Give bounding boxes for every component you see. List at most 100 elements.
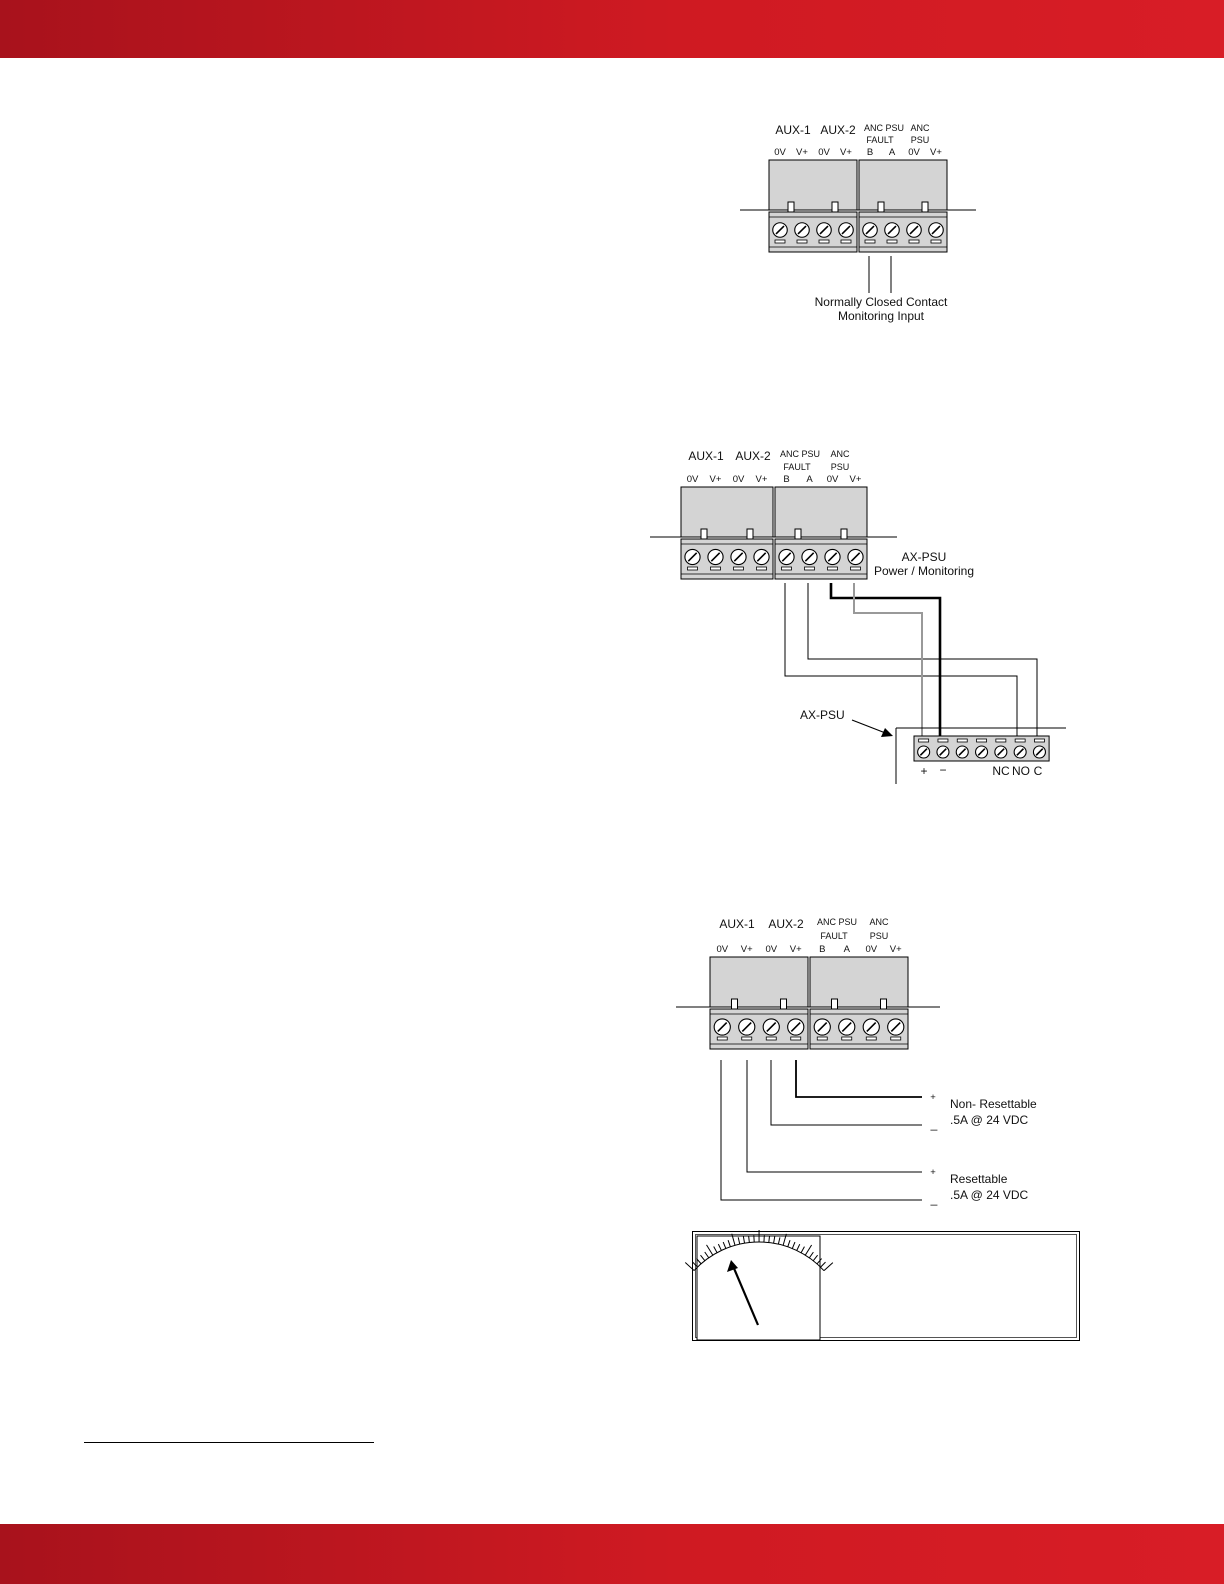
wire-entry bbox=[841, 1036, 853, 1041]
psu-terminal-strip bbox=[913, 735, 1050, 762]
psu-wire-entry bbox=[956, 738, 968, 743]
pin-label: V+ bbox=[796, 147, 808, 158]
output1-label-1: Non- Resettable bbox=[950, 1097, 1037, 1111]
footnote-rule bbox=[84, 1442, 374, 1443]
terminal-screw-slot bbox=[781, 552, 792, 562]
meter-tick bbox=[787, 1240, 791, 1247]
psu-screw-slot bbox=[958, 748, 967, 756]
psu-wire-entry bbox=[918, 738, 930, 743]
wire-entry bbox=[741, 1036, 753, 1041]
terminal-screw-slot bbox=[841, 1021, 852, 1033]
wire-entry bbox=[864, 239, 876, 244]
anc-psu-fault-label-2: FAULT bbox=[866, 135, 894, 145]
terminal-screw-slot bbox=[931, 225, 941, 235]
meter-arc bbox=[693, 1241, 825, 1271]
wire-entry bbox=[710, 566, 721, 571]
pin-label: V+ bbox=[930, 147, 942, 158]
header-housing bbox=[774, 486, 868, 538]
psu-screw-slot bbox=[977, 748, 986, 756]
meter-tick bbox=[816, 1258, 823, 1265]
meter-tick bbox=[804, 1244, 813, 1256]
wire-entry bbox=[774, 239, 786, 244]
meter-face bbox=[696, 1235, 821, 1341]
wire-entry bbox=[781, 566, 792, 571]
pin-label: A bbox=[844, 944, 851, 955]
pin-label: 0V bbox=[733, 474, 745, 485]
meter-tick bbox=[692, 1261, 698, 1268]
terminal-screw-slot bbox=[909, 225, 919, 235]
terminal-block-3 bbox=[676, 956, 940, 1050]
wire-entry bbox=[865, 1036, 877, 1041]
wire-aux1-0v bbox=[720, 1060, 922, 1201]
terminal-screw-slot bbox=[827, 552, 838, 562]
meter-tick bbox=[696, 1258, 702, 1265]
terminal-screw-slot bbox=[790, 1021, 801, 1033]
meter-tick bbox=[796, 1243, 801, 1251]
wire-entry bbox=[687, 566, 698, 571]
pin-label: 0V bbox=[774, 147, 786, 158]
psu-arrow-head bbox=[881, 728, 893, 737]
wire-entry bbox=[716, 1036, 728, 1041]
meter-scale bbox=[684, 1229, 834, 1272]
meter-tick bbox=[800, 1246, 805, 1253]
meter-tick bbox=[717, 1243, 722, 1251]
meter-needle bbox=[731, 1265, 760, 1326]
wire-entry bbox=[765, 1036, 777, 1041]
pin-label: V+ bbox=[741, 944, 753, 955]
psu-minus: − bbox=[939, 763, 946, 777]
meter-tick bbox=[812, 1254, 818, 1262]
psu-wire-entry bbox=[1014, 738, 1026, 743]
terminal-screw-slot bbox=[717, 1021, 728, 1033]
psu-wire-entry bbox=[995, 738, 1007, 743]
wire-0v-to-minus bbox=[829, 583, 942, 740]
terminal-screw-slot bbox=[817, 1021, 828, 1033]
meter-tick bbox=[722, 1241, 727, 1249]
pin-label: 0V bbox=[765, 944, 777, 955]
terminal-screw-slot bbox=[687, 552, 698, 562]
terminal-screw-slot bbox=[775, 225, 785, 235]
pin-label: 0V bbox=[865, 944, 877, 955]
output1-minus: _ bbox=[930, 1117, 938, 1131]
aux2-label: AUX-2 bbox=[735, 449, 771, 463]
terminal-screw-slot bbox=[865, 225, 875, 235]
terminal-screw-slot bbox=[741, 1021, 752, 1033]
wire-entry bbox=[790, 1036, 802, 1041]
psu-screw-slot bbox=[1035, 748, 1044, 756]
meter-tick bbox=[684, 1262, 695, 1271]
meter-tick bbox=[731, 1233, 736, 1246]
wire-vplus-to-plus bbox=[853, 583, 923, 740]
pin-label: V+ bbox=[850, 474, 862, 485]
wire-b-to-nc bbox=[784, 583, 1018, 740]
meter-tick bbox=[777, 1237, 781, 1245]
terminal-screw-slot bbox=[887, 225, 897, 235]
meter-tick bbox=[742, 1236, 746, 1244]
board-label-1: AX-PSU bbox=[902, 550, 947, 564]
meter-tick bbox=[706, 1244, 714, 1256]
anc-psu-fault-label-2: FAULT bbox=[783, 462, 811, 472]
psu-wire-entry bbox=[937, 738, 949, 743]
meter-box bbox=[692, 1231, 1080, 1341]
anc-psu-label-2: PSU bbox=[911, 135, 930, 145]
psu-screw-slot bbox=[919, 748, 928, 756]
output2-minus: _ bbox=[930, 1192, 938, 1206]
terminal-screw-slot bbox=[797, 225, 807, 235]
pin-label: 0V bbox=[818, 147, 830, 158]
pin-label: 0V bbox=[827, 474, 839, 485]
wire-entry bbox=[816, 1036, 828, 1041]
meter-tick bbox=[820, 1261, 826, 1268]
pin-label: A bbox=[889, 147, 896, 158]
terminal-screw-slot bbox=[866, 1021, 877, 1033]
aux2-label: AUX-2 bbox=[768, 917, 804, 931]
psu-no: NO bbox=[1012, 764, 1030, 778]
terminal-screw-slot bbox=[819, 225, 829, 235]
output1-label-2: .5A @ 24 VDC bbox=[950, 1113, 1029, 1127]
psu-plus: + bbox=[920, 764, 927, 778]
meter-tick bbox=[713, 1246, 718, 1253]
terminal-screw-slot bbox=[766, 1021, 777, 1033]
meter-needle-tip bbox=[727, 1260, 738, 1272]
pin-label: A bbox=[806, 474, 813, 485]
